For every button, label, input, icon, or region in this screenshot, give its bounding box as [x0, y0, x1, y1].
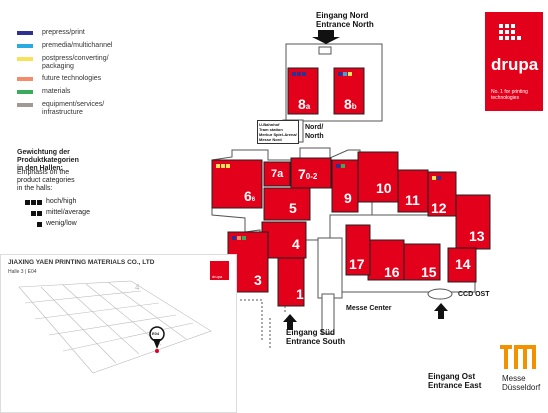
hall-5-label: 5: [289, 200, 297, 216]
hall-17: [345, 224, 371, 276]
exhibitor-hall: Halle 3 | E04: [8, 269, 37, 275]
legend-label: postpress/converting/ packaging: [42, 55, 109, 70]
hall-6-label: 66: [244, 188, 256, 204]
hall-16: [367, 239, 405, 281]
weight-average: mittel/average: [17, 209, 90, 217]
messe-center-tower: [321, 293, 335, 335]
messe-duesseldorf-logo: [500, 345, 536, 369]
legend-swatch: [17, 103, 33, 107]
inset-drupa-logo: drupa: [210, 261, 229, 280]
hall-7-0-2: [290, 157, 332, 189]
drupa-logo: drupa No. 1 for printing technologies: [485, 12, 543, 111]
hall-7-0-2-label: 70-2: [298, 166, 318, 182]
legend-swatch: [17, 31, 33, 35]
hall-7a-label: 7a: [271, 168, 284, 180]
south-path: [240, 299, 286, 348]
arrow-north-icon: [312, 30, 340, 44]
hall-12-label: 12: [431, 200, 447, 216]
hall-17-label: 17: [349, 256, 365, 272]
inset-hall-number: 4: [135, 283, 140, 292]
entrance-north-label: Eingang Nord Entrance North: [316, 11, 374, 29]
hall-4-label: 4: [292, 236, 300, 252]
messe-center-label: Messe Center: [346, 305, 392, 312]
arrow-south-icon: [283, 314, 297, 330]
legend-item: future technologies: [17, 75, 101, 83]
legend-item: equipment/services/ infrastructure: [17, 101, 104, 117]
legend-swatch: [17, 90, 33, 94]
exhibitor-inset: JIAXING YAEN PRINTING MATERIALS CO., LTD…: [0, 254, 237, 413]
legend-swatch: [17, 57, 33, 61]
weighting-title-en: Emphasis on the product categories in th…: [17, 169, 75, 192]
inset-hall-plan: [18, 280, 212, 374]
entrance-east-label: Eingang Ost Entrance East: [428, 372, 482, 390]
north-entry-box: [318, 46, 332, 55]
drupa-grid-icon: [499, 24, 521, 46]
hall-13: [455, 194, 491, 250]
legend-item: materials: [17, 88, 70, 96]
entrance-south-label: Eingang Süd Entrance South: [286, 328, 346, 346]
arrow-east-icon: [434, 303, 448, 319]
category-markers: [216, 72, 441, 240]
hall-16-label: 16: [384, 264, 400, 280]
ccd-ost-label: CCD OST: [458, 291, 490, 298]
hall-3-label: 3: [254, 272, 262, 288]
legend-item: prepress/print: [17, 29, 85, 37]
hall-1: [277, 257, 305, 307]
weight-low: wenig/low: [17, 220, 77, 228]
messe-duesseldorf-text: Messe Düsseldorf: [502, 374, 541, 392]
hall-11-label: 11: [405, 192, 420, 208]
weighting-title-de: Gewichtung der Produktkategorien in den …: [17, 149, 79, 172]
hall-14-label: 14: [455, 256, 471, 272]
hall-9-label: 9: [344, 190, 352, 206]
weight-low-label: wenig/low: [46, 220, 77, 227]
legend-label: equipment/services/ infrastructure: [42, 101, 105, 116]
hall-15-label: 15: [421, 264, 437, 280]
legend-item: postpress/converting/ packaging: [17, 55, 109, 71]
legend-label: premedia/multichannel: [42, 42, 113, 49]
booth-label: E04: [152, 331, 160, 336]
hall-4: [261, 221, 307, 259]
messe-center-bldg: [317, 237, 343, 299]
legend-swatch: [17, 77, 33, 81]
legend-label: materials: [42, 88, 71, 95]
hall-8b-label: 8b: [344, 96, 357, 112]
hall-10-label: 10: [376, 180, 392, 196]
hall-15: [401, 243, 441, 281]
drupa-tagline: No. 1 for printing technologies: [491, 89, 528, 101]
hall-13-label: 13: [469, 228, 485, 244]
legend-item: premedia/multichannel: [17, 42, 112, 50]
hall-1-label: 1: [296, 286, 304, 302]
weight-high: hoch/high: [17, 198, 76, 206]
legend-label: prepress/print: [42, 29, 85, 36]
hall-10: [357, 151, 399, 203]
hall-6: [211, 159, 263, 209]
hall-8a-label: 8a: [298, 96, 311, 112]
nord-north-label: Nord/ North: [305, 124, 324, 140]
hall-7a: [263, 161, 291, 187]
legend-label: future technologies: [42, 75, 102, 82]
weight-high-label: hoch/high: [46, 198, 77, 205]
exhibitor-name: JIAXING YAEN PRINTING MATERIALS CO., LTD: [8, 259, 155, 266]
ccd-ost-cloud: [427, 288, 453, 300]
legend-swatch: [17, 44, 33, 48]
hall-5: [263, 187, 311, 221]
drupa-wordmark: drupa: [491, 55, 539, 74]
hall-11: [397, 169, 429, 213]
ubahn-label: U-Bahnhof Tram station Merkur Spiel-Aren…: [257, 120, 299, 144]
hall-14: [447, 247, 477, 283]
weight-average-label: mittel/average: [46, 209, 90, 216]
